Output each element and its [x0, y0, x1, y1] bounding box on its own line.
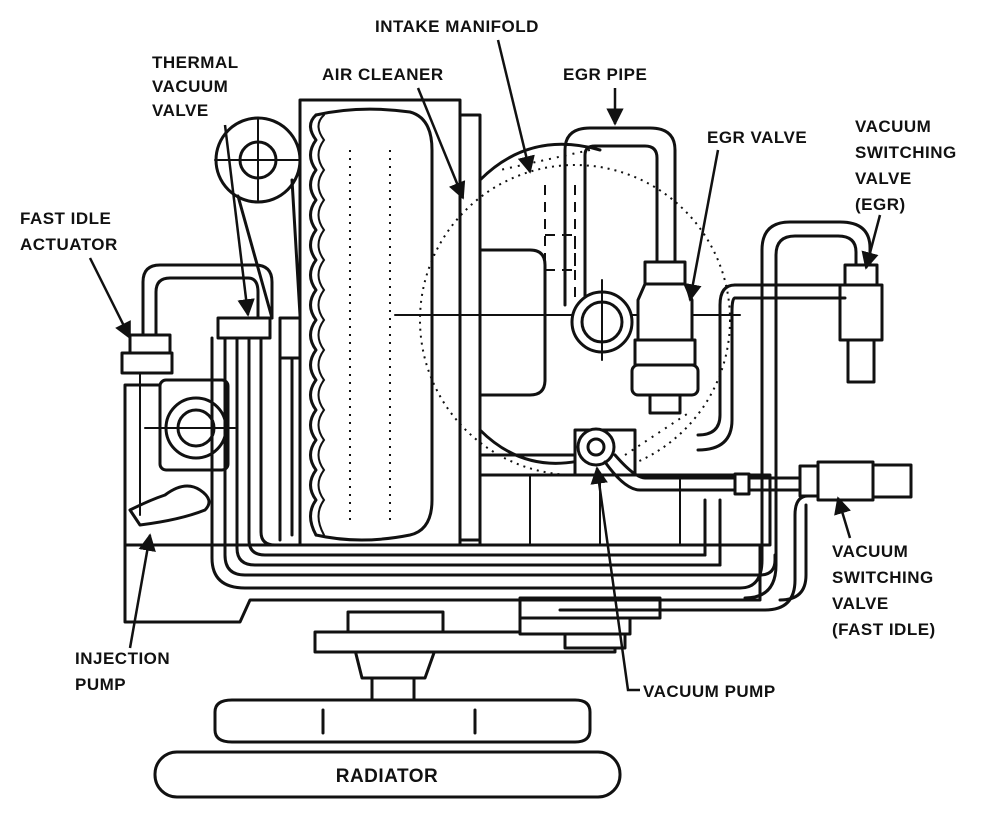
radiator [153, 750, 622, 799]
centerline [624, 411, 691, 456]
fast-idle-actuator [120, 263, 274, 375]
thermal-vacuum-valve-label: THERMAL VACUUM VALVE [152, 53, 244, 120]
vsv-egr [696, 220, 884, 452]
egr-pipe-label: EGR PIPE [563, 65, 647, 84]
injection-pump [123, 372, 236, 547]
air-cleaner [298, 98, 482, 547]
label-egr-valve: EGR VALVE [684, 128, 807, 302]
vacuum-hoses [210, 266, 820, 612]
vsv-egr-label: VACUUM SWITCHING VALVE (EGR) [855, 117, 962, 214]
fast-idle-actuator-label: FAST IDLE ACTUATOR [20, 209, 118, 254]
egr-pipe [563, 126, 677, 307]
label-egr-pipe: EGR PIPE [563, 65, 647, 126]
vacuum-pump-label: VACUUM PUMP [643, 682, 776, 701]
label-vacuum-pump: VACUUM PUMP [590, 466, 776, 701]
air-cleaner-label: AIR CLEANER [322, 65, 444, 84]
label-vsv-egr: VACUUM SWITCHING VALVE (EGR) [855, 117, 962, 270]
label-air-cleaner: AIR CLEANER [322, 65, 466, 200]
cooling-fan [213, 648, 592, 744]
vsv-fast-idle-label: VACUUM SWITCHING VALVE (FAST IDLE) [832, 542, 939, 639]
label-thermal-vacuum-valve: THERMAL VACUUM VALVE [152, 53, 255, 317]
intake-manifold [394, 142, 741, 476]
label-intake-manifold: INTAKE MANIFOLD [375, 17, 539, 174]
label-vsv-fast-idle: VACUUM SWITCHING VALVE (FAST IDLE) [832, 496, 939, 639]
egr-valve [570, 260, 700, 415]
crank-pulley [313, 596, 662, 654]
thermal-vacuum-valve [214, 116, 302, 360]
egr-valve-label: EGR VALVE [707, 128, 807, 147]
vsv-fast-idle [718, 460, 913, 502]
injection-pump-label: INJECTION PUMP [75, 649, 175, 694]
intake-manifold-label: INTAKE MANIFOLD [375, 17, 539, 36]
vacuum-pump [573, 427, 722, 492]
label-fast-idle-actuator: FAST IDLE ACTUATOR [20, 209, 132, 340]
label-injection-pump: INJECTION PUMP [75, 533, 175, 694]
radiator-label: RADIATOR [336, 766, 439, 787]
